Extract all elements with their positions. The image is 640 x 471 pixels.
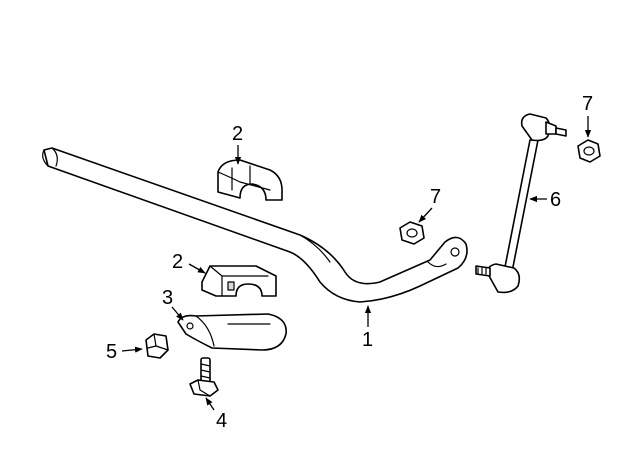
stabilizer-bar — [42, 147, 468, 303]
callout-1: 1 — [362, 329, 373, 351]
callout-6: 6 — [550, 189, 561, 211]
nut-center — [399, 221, 425, 245]
stabilizer-link — [475, 113, 567, 294]
callout-2-upper: 2 — [232, 123, 243, 145]
callout-3: 3 — [162, 287, 173, 309]
callout-4: 4 — [216, 410, 227, 432]
bushing-lower — [201, 265, 277, 297]
clip-nut — [145, 333, 169, 359]
leader-2-lower — [188, 263, 206, 274]
leader-5 — [121, 346, 143, 353]
bracket — [177, 313, 287, 351]
bolt — [189, 357, 219, 397]
callout-2-lower: 2 — [172, 251, 183, 273]
leader-4 — [205, 397, 215, 411]
leader-7-center — [418, 207, 433, 223]
callout-5: 5 — [106, 341, 117, 363]
callout-7-center: 7 — [430, 186, 441, 208]
callout-7-upper: 7 — [582, 93, 593, 115]
bushing-upper — [217, 159, 283, 201]
nut-upper-right — [577, 139, 601, 163]
leader-3 — [171, 306, 184, 321]
